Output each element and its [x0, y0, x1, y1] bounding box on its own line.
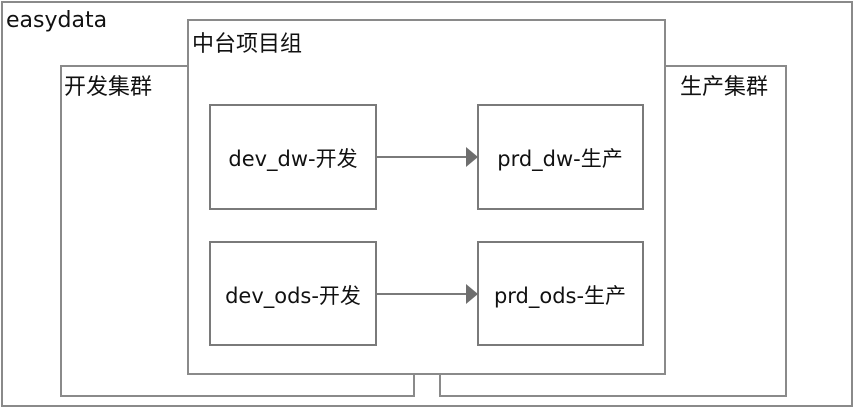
- easydata-label: easydata: [6, 8, 107, 33]
- dev-dw-node: [209, 104, 377, 210]
- prd-ods-label: prd_ods-生产: [494, 284, 626, 309]
- dev-cluster-label: 开发集群: [64, 75, 152, 100]
- dev-ods-node: [209, 241, 377, 346]
- dev-dw-label: dev_dw-开发: [228, 147, 357, 172]
- edge-dev-dw-to-prd-dw-arrowhead: [466, 147, 478, 167]
- dev-ods-label: dev_ods-开发: [225, 284, 361, 309]
- project-group-label: 中台项目组: [192, 32, 302, 57]
- prd-ods-node: [477, 241, 644, 346]
- edge-dev-ods-to-prd-ods-arrowhead: [466, 284, 478, 304]
- prd-dw-label: prd_dw-生产: [497, 147, 623, 172]
- prod-cluster-label: 生产集群: [680, 75, 768, 100]
